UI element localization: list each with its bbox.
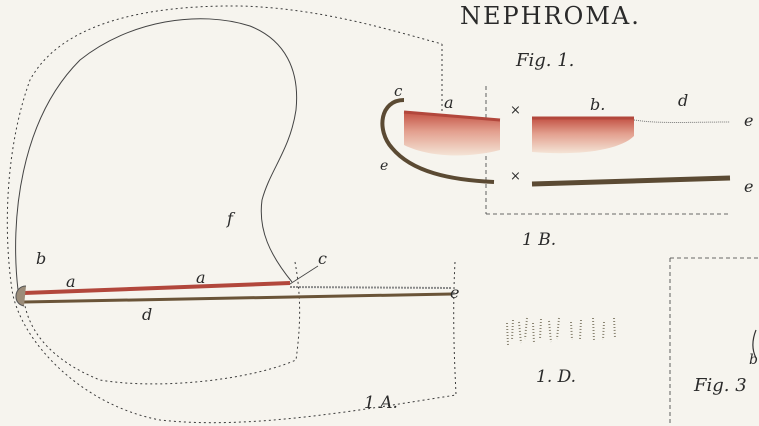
fig1a-red-layer — [24, 283, 290, 293]
fig3-letter-b: b — [749, 352, 758, 368]
fig1a-letter-d: d — [142, 305, 152, 324]
fig1a-letter-e: e — [450, 283, 459, 302]
fig-1b: × × c a b. d e e e 1 B. — [380, 82, 753, 250]
fig1b-label: 1 B. — [522, 230, 556, 250]
fig1b-frame — [486, 86, 730, 214]
fig1a-letter-f: f — [226, 209, 236, 228]
fig1d-label: 1. D. — [536, 367, 576, 387]
fig1a-letter-a2: a — [196, 268, 206, 287]
fig1b-letter-b: b. — [590, 95, 605, 114]
fig1b-cross-bottom: × — [510, 169, 521, 184]
fig-1d: 1. D. — [507, 318, 615, 387]
fig3-frame — [670, 258, 759, 426]
fig3-label: Fig. 3 — [693, 375, 747, 396]
fig1b-letter-e-bottom: e — [744, 177, 753, 196]
fig-3-partial: b Fig. 3 — [670, 258, 759, 426]
fig1b-cross-top: × — [510, 103, 521, 118]
fig1b-lower-layer — [532, 178, 730, 184]
fig1a-letter-b: b — [36, 249, 46, 268]
fig1b-letter-e-top: e — [744, 111, 753, 130]
fig1a-letter-c: c — [318, 249, 327, 268]
fig1a-lobe-outline — [16, 19, 297, 290]
fig1a-label: 1 A. — [364, 393, 398, 413]
fig1a-brown-layer — [24, 294, 452, 302]
fig1b-tissue-b — [532, 118, 634, 153]
fig1b-letter-a: a — [444, 93, 454, 112]
fig1b-letter-c: c — [394, 82, 403, 100]
fig1b-d-line — [634, 120, 730, 123]
fig1b-letter-d: d — [678, 91, 688, 110]
fig1a-c-leader — [290, 266, 318, 284]
fig1a-thin-layer — [290, 287, 452, 288]
fig1-heading: Fig. 1. — [515, 50, 574, 71]
fig-1a: b a a c d e f 1 A. — [7, 6, 459, 423]
fig1a-letter-a1: a — [66, 272, 76, 291]
fig1d-spores — [507, 318, 615, 345]
plate-title: NEPHROMA. — [460, 2, 641, 30]
fig1b-letter-e-left: e — [380, 158, 388, 174]
